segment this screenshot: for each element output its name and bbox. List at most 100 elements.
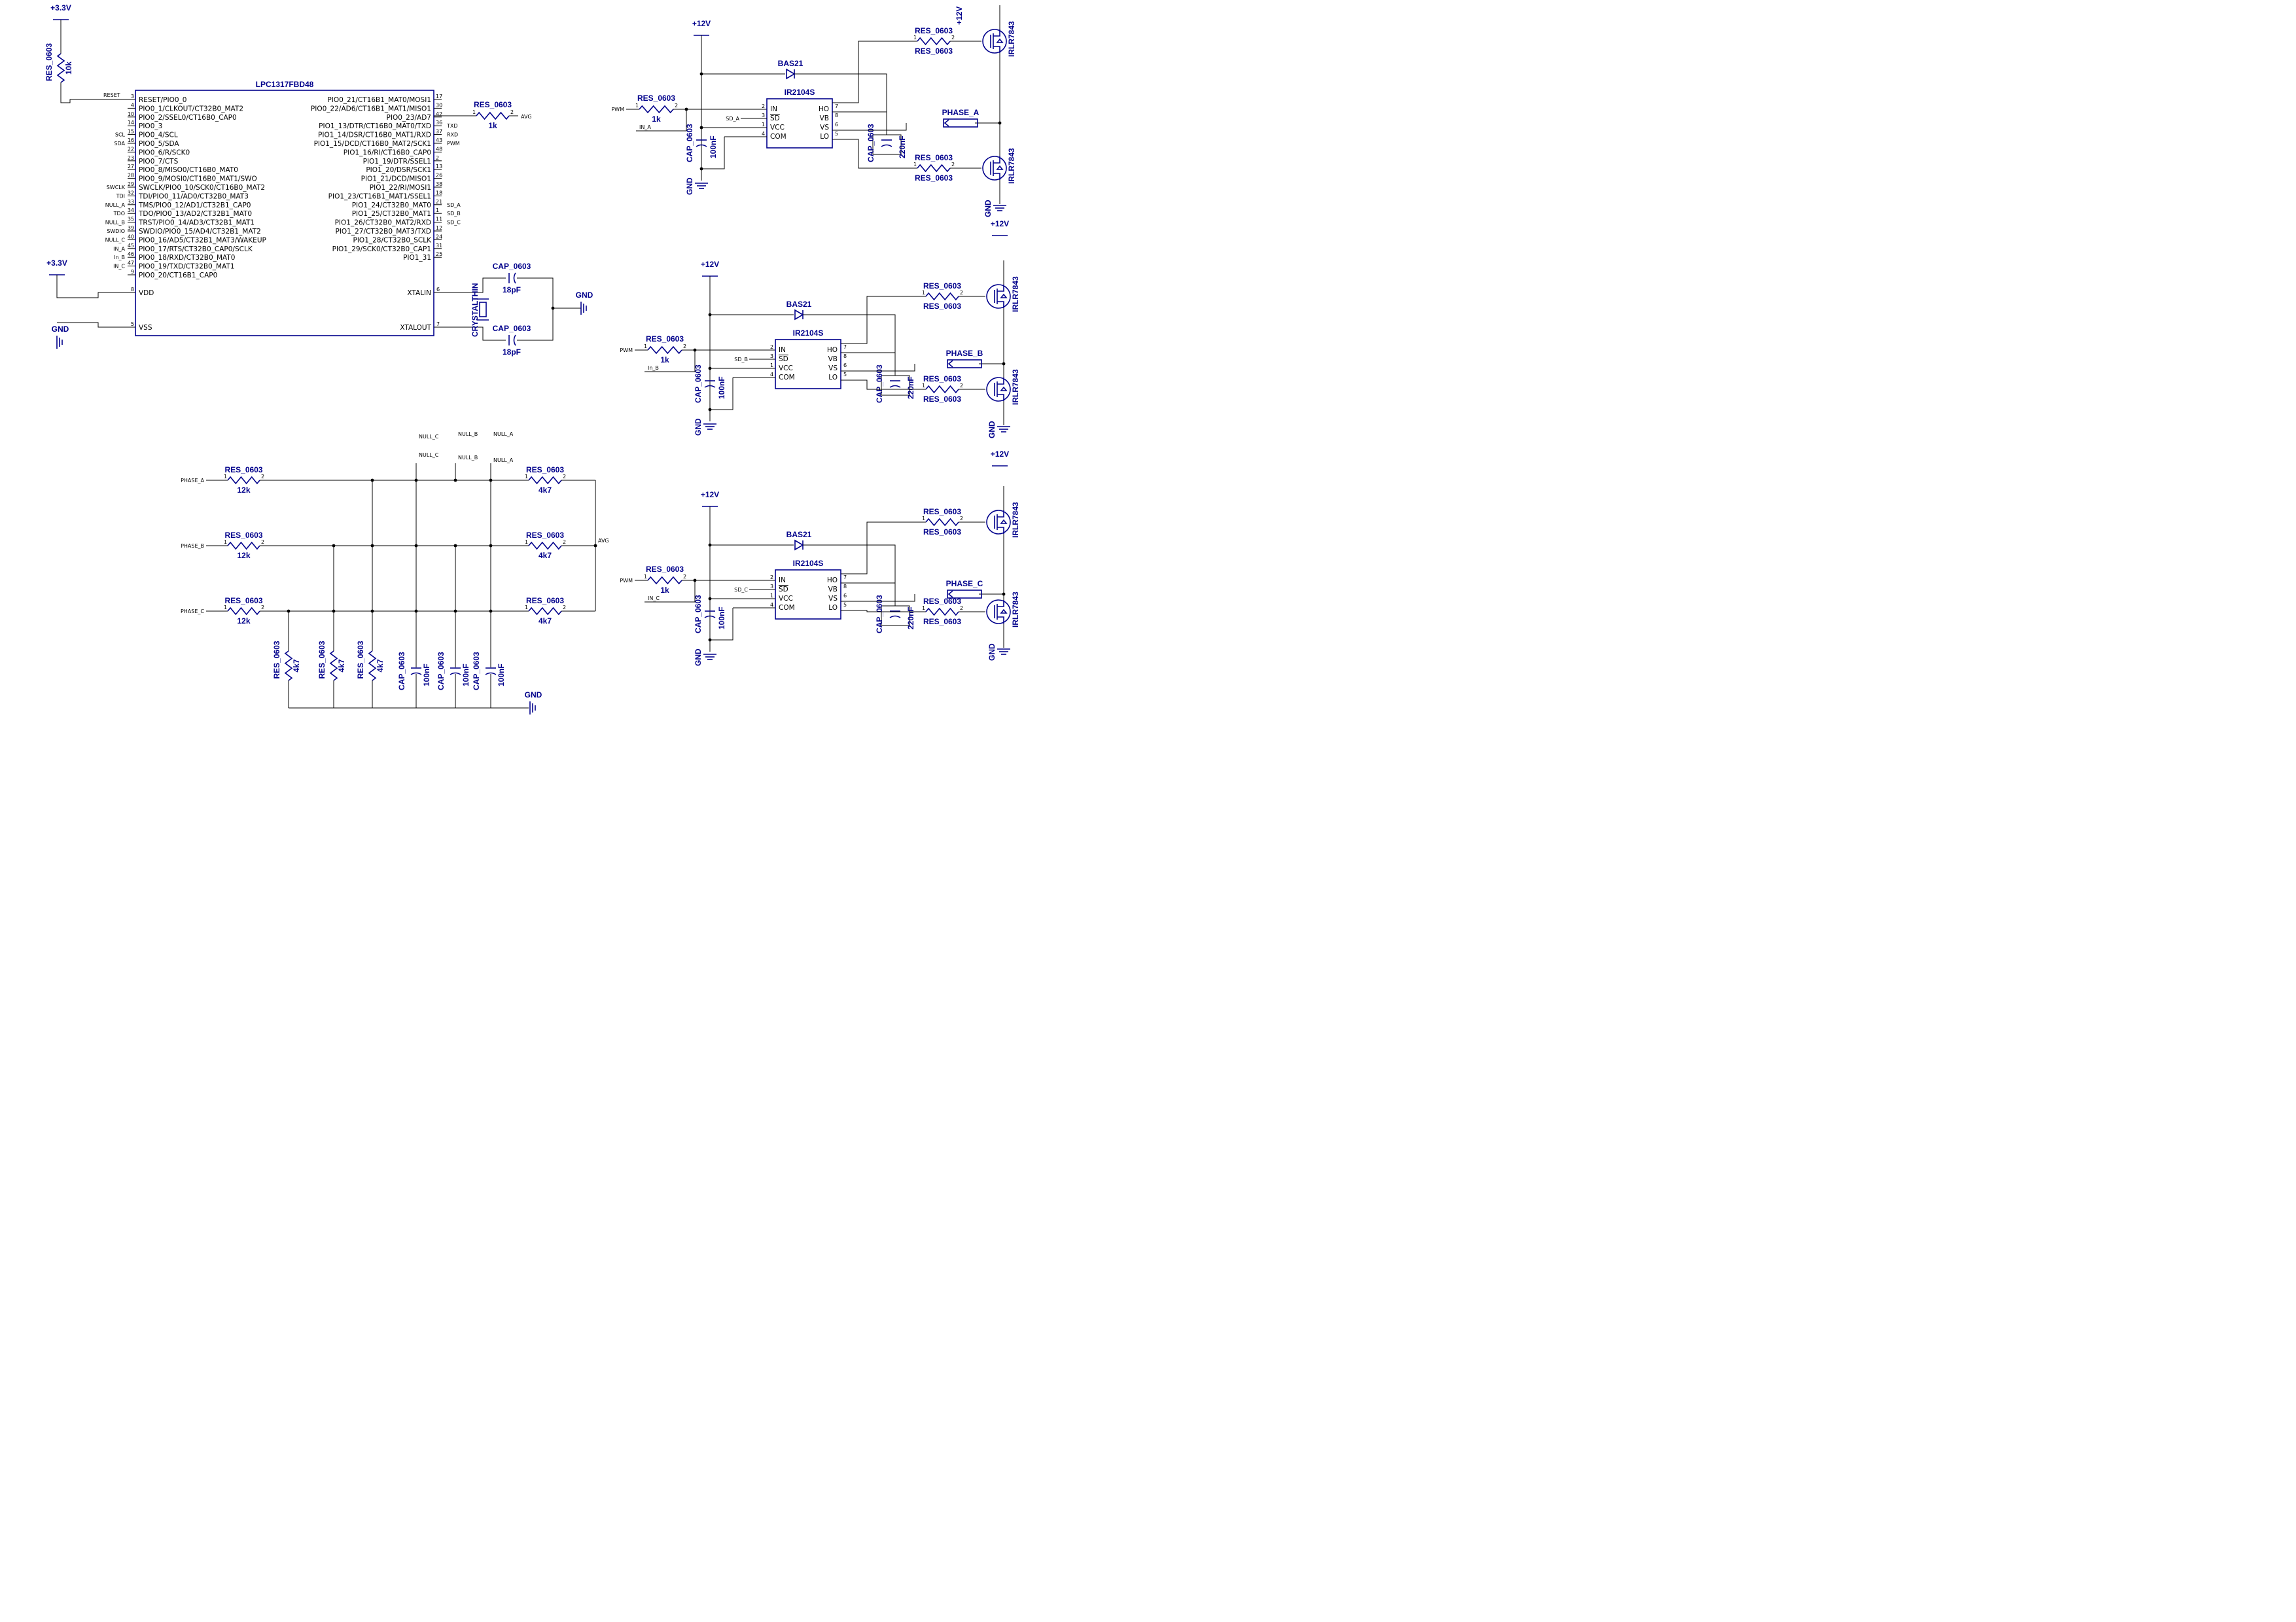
resistor-zigzag xyxy=(227,476,260,485)
junction-dot xyxy=(699,167,703,171)
mcu-net-label: NULL_A xyxy=(105,202,126,208)
mcu-pin-name: PIO1_22/RI/MOSI1 xyxy=(370,184,431,192)
mcu-pin-number: 40 xyxy=(128,234,134,239)
junction-dot xyxy=(708,408,712,412)
resistor-value: 12k xyxy=(237,485,250,495)
mosfet-part-label: IRLR7843 xyxy=(1011,276,1020,312)
net-label: SD_A xyxy=(726,116,739,122)
capacitor-plate xyxy=(513,272,516,284)
crystal-body xyxy=(479,302,487,317)
wire xyxy=(803,544,896,583)
resistor-part-label: RES_0603 xyxy=(526,596,564,605)
capacitor-symbol xyxy=(508,272,516,284)
mosfet-symbol xyxy=(986,510,1011,535)
mcu-pin-name: SWCLK/PIO0_10/SCK0/CT16B0_MAT2 xyxy=(139,184,265,192)
mosfet-body xyxy=(986,284,1011,309)
pin-number: 2 xyxy=(563,605,566,610)
resistor-zigzag xyxy=(329,650,338,681)
mcu-pin-number: 47 xyxy=(128,260,134,266)
wire xyxy=(841,594,915,602)
gate-driver-pin: LO xyxy=(828,374,838,381)
pin-number: 1 xyxy=(224,539,227,545)
ground-symbol xyxy=(56,336,63,349)
resistor-part-label: RES_0603 xyxy=(923,597,961,606)
diode-symbol xyxy=(794,539,804,551)
net-label: AVG xyxy=(598,538,609,544)
mcu-pin-number: 36 xyxy=(436,120,442,126)
mcu-pin-name: PIO1_23/CT16B1_MAT1/SSEL1 xyxy=(328,192,431,200)
gate-driver-pin: IN xyxy=(770,105,777,113)
pin-number: 2 xyxy=(261,539,264,545)
pin-number: 3 xyxy=(770,353,773,359)
resistor-value: 4k7 xyxy=(376,659,385,672)
resistor-symbol xyxy=(368,650,377,681)
resistor-zigzag xyxy=(917,164,951,173)
power-rail-label: +3.3V xyxy=(50,3,71,12)
junction-dot xyxy=(708,543,712,547)
mosfet-symbol xyxy=(986,377,1011,402)
resistor-zigzag xyxy=(925,292,959,301)
capacitor-part-label: CAP_0603 xyxy=(875,364,884,403)
mcu-pin-name: PIO0_1/CLKOUT/CT32B0_MAT2 xyxy=(139,105,243,113)
junction-dot xyxy=(370,609,374,613)
capacitor-symbol xyxy=(881,139,892,147)
resistor-value: 4k7 xyxy=(539,551,552,560)
resistor-value: 4k7 xyxy=(337,659,346,672)
resistor-zigzag xyxy=(528,607,562,616)
pin-number: 4 xyxy=(762,131,765,137)
gate-driver-pin: VB xyxy=(828,586,838,593)
mcu-pin-name: PIO1_13/DTR/CT16B0_MAT0/TXD xyxy=(319,122,431,130)
wire xyxy=(794,73,887,112)
gate-driver-ic xyxy=(775,339,841,389)
wire xyxy=(832,123,907,131)
capacitor-part-label: CAP_0603 xyxy=(694,595,703,633)
capacitor-symbol xyxy=(508,334,516,346)
mosfet-source xyxy=(997,394,1004,401)
net-label: PHASE_A xyxy=(181,478,204,484)
mosfet-symbol xyxy=(982,156,1007,181)
wire xyxy=(709,608,733,641)
resistor-zigzag xyxy=(925,518,959,527)
pin-number: 2 xyxy=(762,103,765,109)
ground-label: GND xyxy=(983,200,993,217)
gate-driver-pin: SD xyxy=(779,586,788,593)
mcu-pin-number: 35 xyxy=(128,217,134,222)
pin-number: 1 xyxy=(644,344,647,349)
wire xyxy=(645,350,696,372)
mcu-pin-number: 45 xyxy=(128,243,134,249)
mcu-pin-number: 23 xyxy=(128,155,134,161)
net-label: NULL_B xyxy=(458,431,478,437)
resistor-zigzag xyxy=(284,650,293,681)
pin-number: 4 xyxy=(770,602,773,608)
ground-symbol xyxy=(580,302,587,315)
mcu-pin-number: 4 xyxy=(131,102,134,108)
capacitor-plate xyxy=(485,672,497,675)
mosfet-drain xyxy=(997,510,1004,518)
mcu-pin-number: 1 xyxy=(436,207,439,213)
mcu-pin-name: PIO1_15/DCD/CT16B0_MAT2/SCK1 xyxy=(314,140,431,148)
diode-part-label: BAS21 xyxy=(786,300,812,309)
resistor-part-label: RES_0603 xyxy=(923,507,961,516)
junction-dot xyxy=(699,72,703,76)
wire xyxy=(709,378,733,410)
power-rail-label: +12V xyxy=(701,490,719,499)
wire xyxy=(645,580,696,603)
gate-driver-body xyxy=(775,569,841,620)
power-rail-label: +12V xyxy=(692,19,711,28)
wire xyxy=(841,296,926,344)
mcu-net-label: SWCLK xyxy=(107,185,126,190)
mcu-pin-name: TRST/PIO0_14/AD3/CT32B1_MAT1 xyxy=(138,219,255,227)
mcu-pin-number: 30 xyxy=(436,102,442,108)
net-label: PWM xyxy=(611,107,624,113)
resistor-value: 4k7 xyxy=(292,659,301,672)
capacitor-plate xyxy=(704,385,716,388)
capacitor-value: 220nF xyxy=(906,376,915,399)
phase-port-arrow xyxy=(944,119,949,127)
resistor-zigzag xyxy=(917,37,951,46)
mosfet-drain xyxy=(993,29,1000,37)
mcu-pin-name: PIO1_25/CT32B0_MAT1 xyxy=(352,210,431,218)
